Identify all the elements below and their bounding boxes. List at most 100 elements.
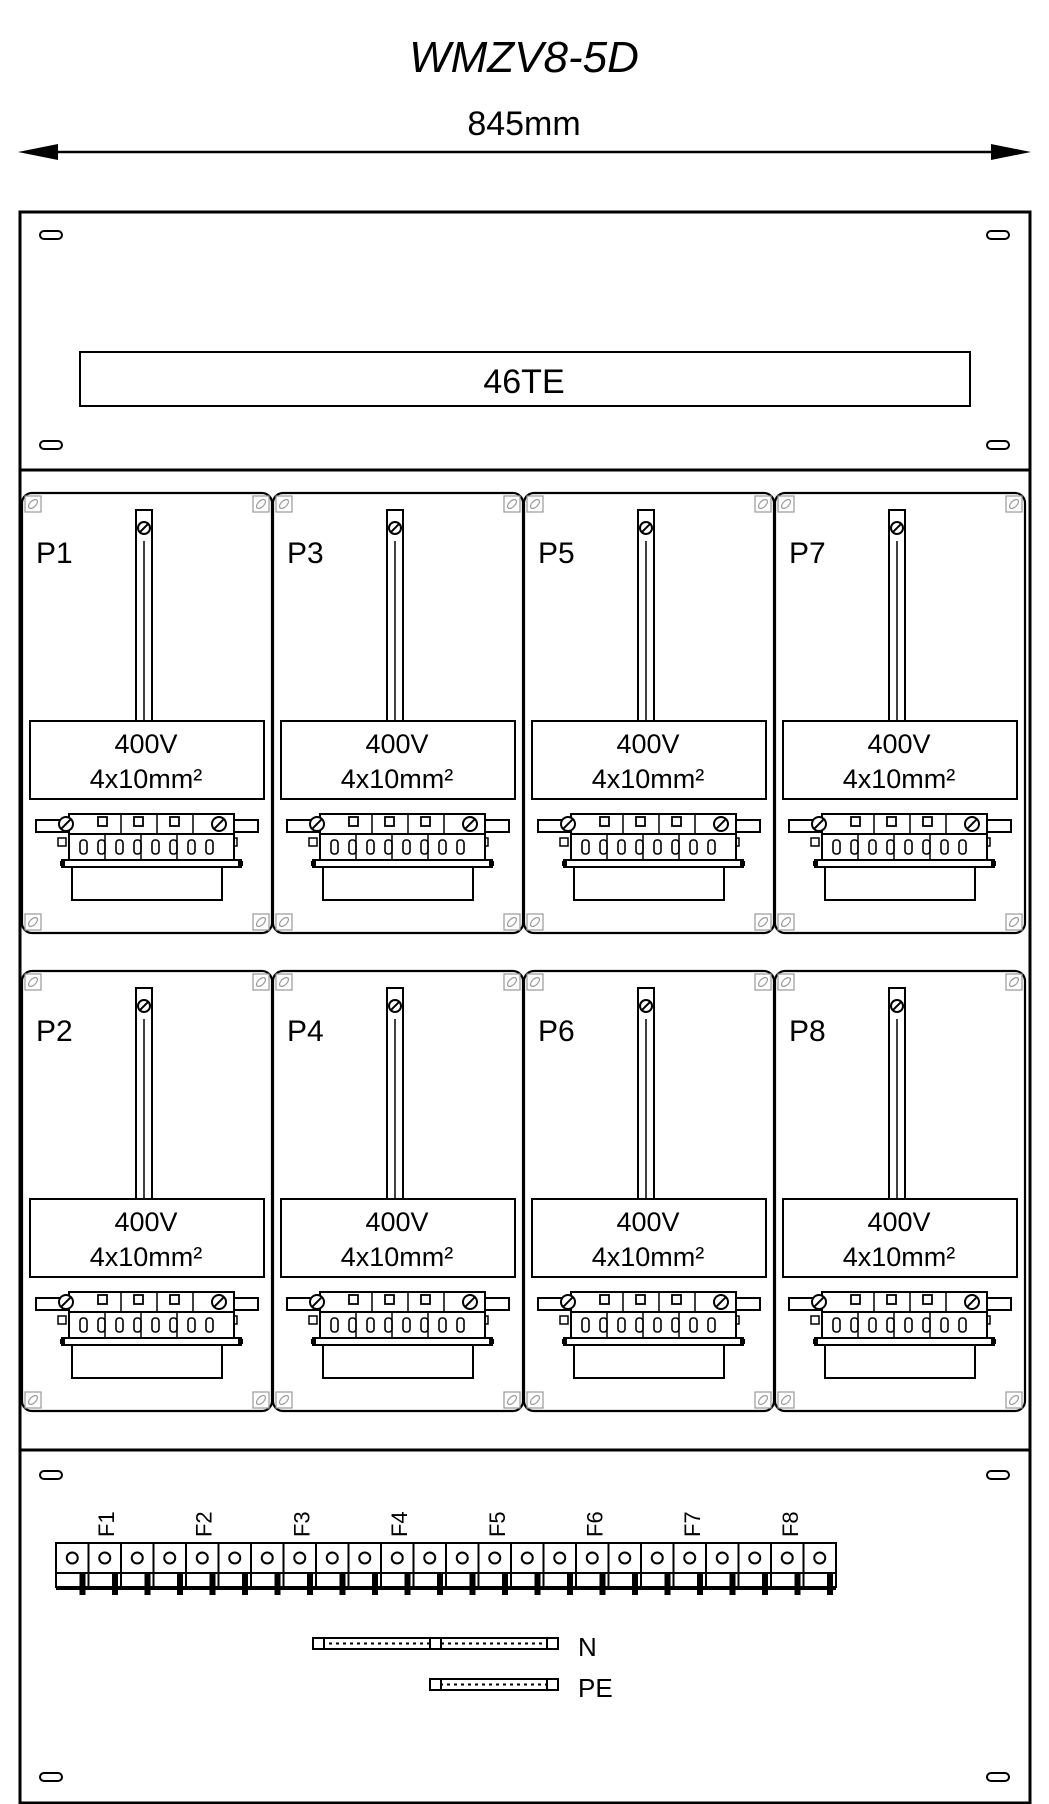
terminal — [152, 1542, 187, 1595]
corner-fixing-icon — [526, 1391, 544, 1409]
cable-label: 4x10mm² — [341, 1242, 454, 1272]
cable-label: 4x10mm² — [592, 764, 705, 794]
meter-contacts — [813, 1311, 996, 1346]
meter-contacts — [562, 1311, 745, 1346]
terminal-screw-icon — [488, 1551, 502, 1565]
corner-fixing-icon — [275, 913, 293, 931]
drawing-title: WMZV8-5D — [409, 33, 639, 82]
terminal-screw-icon — [520, 1551, 534, 1565]
terminal — [217, 1542, 252, 1595]
rating-box — [531, 720, 767, 800]
earth-label: PE — [578, 1673, 613, 1703]
terminal-screw-icon — [683, 1551, 697, 1565]
meter-body — [573, 1344, 725, 1379]
meter-panel-p5: P5 400V 4x10mm² — [522, 491, 776, 935]
terminal — [802, 1542, 837, 1595]
fuse-label-f7: F7 — [680, 1511, 705, 1537]
meter-terminal-block — [821, 1291, 988, 1313]
rating-box — [782, 1198, 1018, 1278]
panel-id-label: P5 — [538, 537, 575, 570]
panel-id-label: P7 — [789, 537, 826, 570]
terminal-screw-icon — [358, 1551, 372, 1565]
rating-box — [280, 1198, 516, 1278]
corner-fixing-icon — [24, 973, 42, 991]
din-rail-box — [79, 351, 971, 407]
meter-terminal-block — [319, 813, 486, 835]
terminal — [347, 1542, 382, 1595]
corner-fixing-icon — [754, 1391, 772, 1409]
terminal-screw-icon — [748, 1551, 762, 1565]
meter-terminal-block — [570, 1291, 737, 1313]
voltage-label: 400V — [616, 729, 679, 759]
neutral-label: N — [578, 1632, 597, 1662]
rating-box — [280, 720, 516, 800]
corner-fixing-icon — [777, 913, 795, 931]
terminal — [477, 1542, 512, 1595]
terminal — [575, 1542, 610, 1595]
voltage-label: 400V — [616, 1207, 679, 1237]
terminal — [445, 1542, 480, 1595]
corner-fixing-icon — [777, 1391, 795, 1409]
mounting-slot — [986, 230, 1010, 240]
meter-terminal-block — [319, 1291, 486, 1313]
mounting-slot — [986, 440, 1010, 450]
fuse-label-f8: F8 — [778, 1511, 803, 1537]
meter-body — [824, 1344, 976, 1379]
rating-box — [29, 720, 265, 800]
corner-fixing-icon — [1005, 1391, 1023, 1409]
terminal — [737, 1542, 772, 1595]
terminal — [380, 1542, 415, 1595]
corner-fixing-icon — [503, 495, 521, 513]
terminal — [672, 1542, 707, 1595]
rating-box — [782, 720, 1018, 800]
meter-panels: P1400V4x10mm²P3400V4x10mm²P5400V4x10mm²P… — [20, 491, 1027, 1413]
terminal — [55, 1542, 90, 1595]
meter-terminal-block — [821, 813, 988, 835]
earth-bar: PE — [429, 1673, 613, 1703]
terminal-screw-icon — [293, 1551, 307, 1565]
terminal — [705, 1542, 740, 1595]
voltage-label: 400V — [867, 1207, 930, 1237]
terminal-screw-icon — [715, 1551, 729, 1565]
terminal-screw-icon — [163, 1551, 177, 1565]
corner-fixing-icon — [24, 913, 42, 931]
panel-id-label: P4 — [287, 1015, 324, 1048]
terminal-screw-icon — [65, 1551, 79, 1565]
fuse-label-f2: F2 — [192, 1511, 217, 1537]
meter-contacts — [60, 833, 243, 868]
terminal — [510, 1542, 545, 1595]
terminal — [315, 1542, 350, 1595]
corner-fixing-icon — [526, 913, 544, 931]
meter-body — [71, 866, 223, 901]
corner-fixing-icon — [526, 495, 544, 513]
terminal-screw-icon — [780, 1551, 794, 1565]
terminal-screw-icon — [98, 1551, 112, 1565]
terminal — [87, 1542, 122, 1595]
terminal-screw-icon — [260, 1551, 274, 1565]
mounting-slot — [39, 1772, 63, 1782]
voltage-label: 400V — [365, 729, 428, 759]
fuse-label-f4: F4 — [387, 1511, 412, 1537]
fuse-label-f3: F3 — [289, 1511, 314, 1537]
terminal — [250, 1542, 285, 1595]
fuse-label-f6: F6 — [583, 1511, 608, 1537]
meter-body — [322, 866, 474, 901]
voltage-label: 400V — [114, 729, 177, 759]
terminal-screw-icon — [423, 1551, 437, 1565]
cable-label: 4x10mm² — [843, 764, 956, 794]
meter-contacts — [562, 833, 745, 868]
meter-body — [573, 866, 725, 901]
terminal-screw-icon — [455, 1551, 469, 1565]
terminal-screw-icon — [813, 1551, 827, 1565]
terminal — [770, 1542, 805, 1595]
din-rail-label: 46TE — [483, 363, 564, 401]
mounting-slot — [986, 1772, 1010, 1782]
mounting-slot — [39, 230, 63, 240]
meter-contacts — [311, 1311, 494, 1346]
